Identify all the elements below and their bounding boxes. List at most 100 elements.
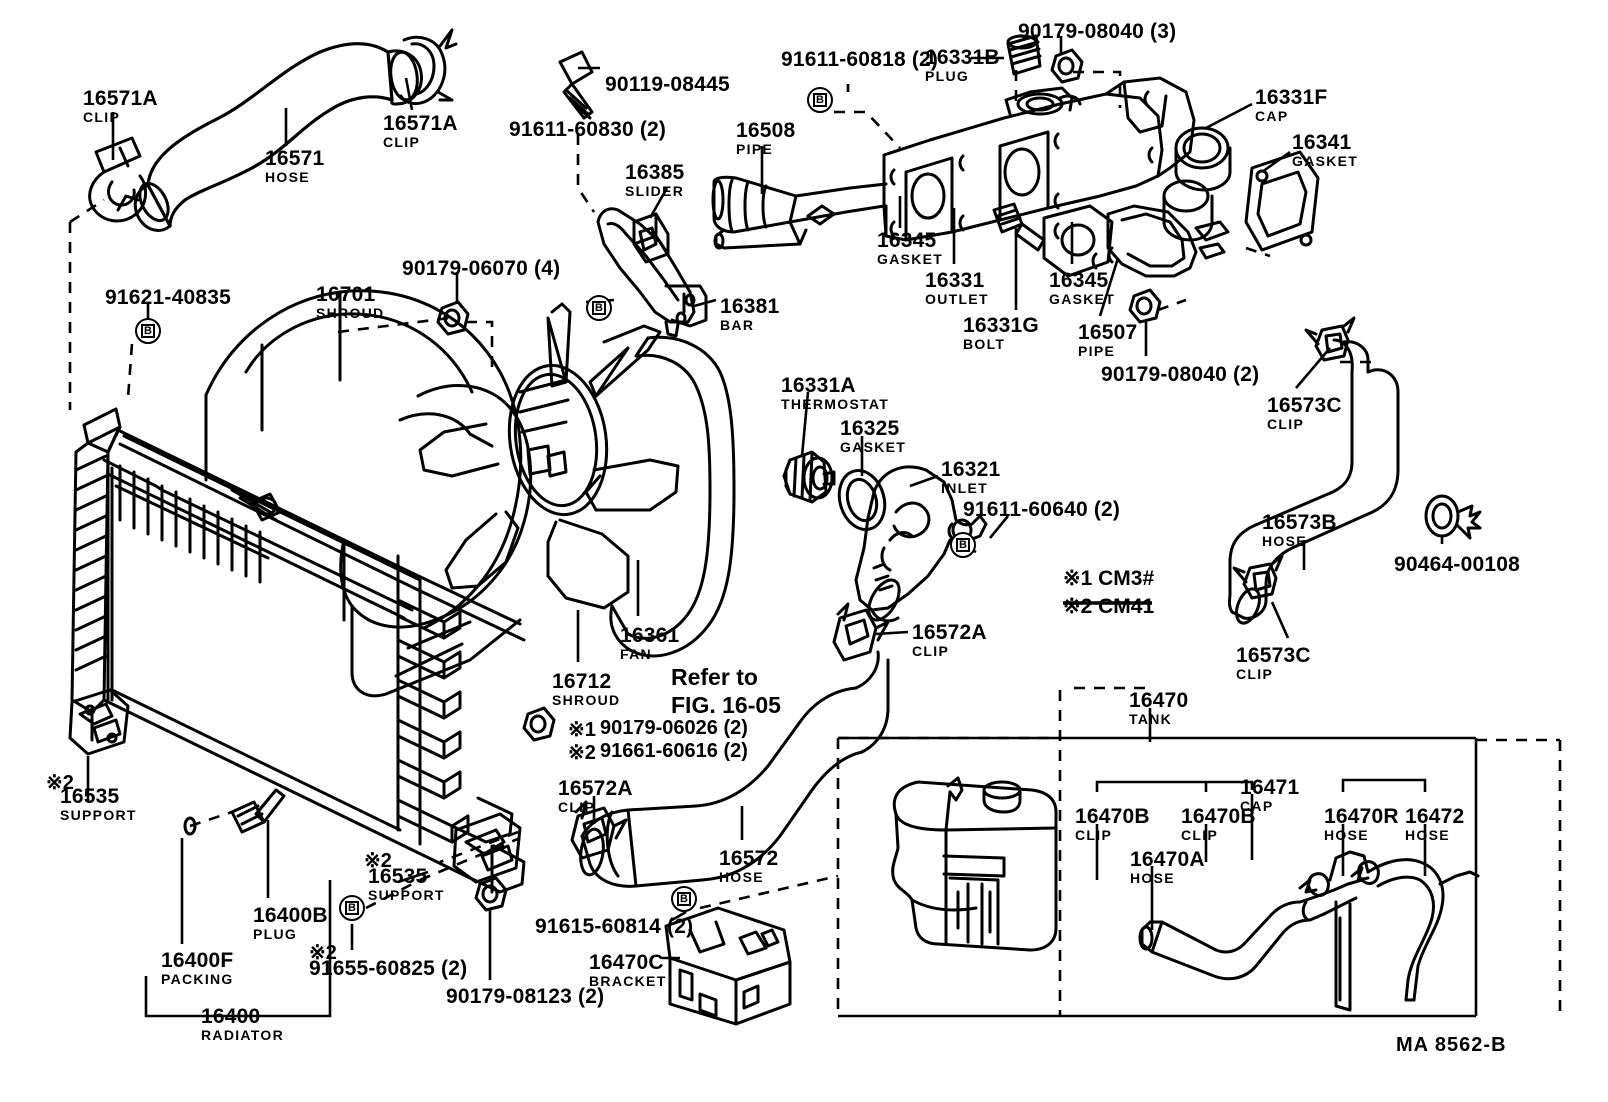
part-description: RADIATOR (201, 1027, 284, 1043)
part-description: SUPPORT (368, 887, 445, 903)
part-number: 16472 (1405, 805, 1465, 828)
asterisk-mark: ※2 (309, 942, 337, 964)
part-label-91611-60640--2-: 91611-60640 (2) (963, 499, 1120, 520)
part-number: 91655-60825 (2) (309, 957, 468, 980)
part-number: 16470B (1075, 805, 1150, 828)
footnote-part-number: 91661-60616 (2) (600, 740, 748, 762)
part-description: CLIP (912, 643, 950, 659)
part-number: 16701 (316, 283, 376, 306)
part-number: 16470C (589, 951, 664, 974)
b-callout-letter: B (141, 324, 155, 338)
part-number: 90179-08040 (3) (1018, 20, 1177, 43)
part-number: 16400B (253, 904, 328, 927)
part-number: 16325 (840, 417, 900, 440)
part-label-90179-08040--3-: 90179-08040 (3) (1018, 21, 1176, 42)
part-description: BAR (720, 317, 755, 333)
part-label-91655-60825--2-: 91655-60825 (2) (309, 958, 467, 979)
part-number: 16321 (941, 458, 1001, 481)
part-number: 16470B (1181, 805, 1256, 828)
part-description: GASKET (1049, 291, 1116, 307)
part-number: 16572 (719, 847, 779, 870)
asterisk-mark: ※1 (568, 719, 596, 741)
part-description: GASKET (877, 251, 944, 267)
part-description: HOSE (265, 169, 310, 185)
part-number: 16535 (368, 865, 428, 888)
part-description: CLIP (1075, 827, 1113, 843)
part-number: 91621-40835 (105, 286, 231, 309)
part-number: 16400 (201, 1005, 261, 1028)
part-description: CLIP (83, 109, 121, 125)
part-description: THERMOSTAT (781, 396, 890, 412)
part-number: 16470 (1129, 689, 1189, 712)
part-description: PLUG (925, 68, 970, 84)
part-description: HOSE (1405, 827, 1450, 843)
part-description: PLUG (253, 926, 298, 942)
part-number: 16361 (620, 624, 680, 647)
part-number: 16573C (1236, 644, 1311, 667)
b-callout-letter: B (677, 892, 691, 906)
part-description: PIPE (736, 141, 774, 157)
part-description: HOSE (1262, 533, 1307, 549)
b-callout-letter: B (956, 538, 970, 552)
cm-legend-note: ※1 CM3# ※2 CM41 (1063, 565, 1154, 620)
part-description: PIPE (1078, 343, 1116, 359)
part-description: GASKET (1292, 153, 1359, 169)
part-number: 16470A (1130, 848, 1205, 871)
part-number: 16331 (925, 269, 985, 292)
part-number: 16712 (552, 670, 612, 693)
b-callout-icon: B (807, 87, 833, 113)
b-callout-icon: B (135, 318, 161, 344)
part-number: 16331A (781, 374, 856, 397)
part-description: BOLT (963, 336, 1006, 352)
part-description: TANK (1129, 711, 1173, 727)
part-description: CLIP (558, 799, 596, 815)
refer-to-note: Refer to FIG. 16-05 (671, 664, 781, 719)
part-description: OUTLET (925, 291, 989, 307)
asterisk-mark: ※2 (364, 850, 392, 872)
part-number: 90179-08123 (2) (446, 985, 605, 1008)
part-label-90119-08445: 90119-08445 (605, 74, 730, 95)
part-description: GASKET (840, 439, 907, 455)
b-callout-icon: B (950, 532, 976, 558)
cm-legend-line1: ※1 CM3# (1063, 567, 1155, 590)
b-callout-letter: B (813, 93, 827, 107)
part-number: 16331F (1255, 86, 1328, 109)
part-number: 16471 (1240, 776, 1300, 799)
part-number: 16535 (60, 785, 120, 808)
asterisk-mark: ※2 (46, 772, 74, 794)
part-description: CLIP (1236, 666, 1274, 682)
part-number: 16331B (925, 46, 1000, 69)
part-number: 16385 (625, 161, 685, 184)
part-description: CLIP (1181, 827, 1219, 843)
part-description: CAP (1255, 108, 1289, 124)
part-number: 16400F (161, 949, 234, 972)
part-number: 16573B (1262, 511, 1337, 534)
part-label-90464-00108: 90464-00108 (1394, 554, 1520, 575)
part-number: 16572A (558, 777, 633, 800)
refer-to-line1: Refer to (671, 664, 758, 690)
b-callout-icon: B (586, 295, 612, 321)
part-number: 90179-06070 (4) (402, 257, 561, 280)
part-number: 16331G (963, 314, 1039, 337)
part-number: 16572A (912, 621, 987, 644)
footnote-part-number: 90179-06026 (2) (600, 717, 748, 739)
